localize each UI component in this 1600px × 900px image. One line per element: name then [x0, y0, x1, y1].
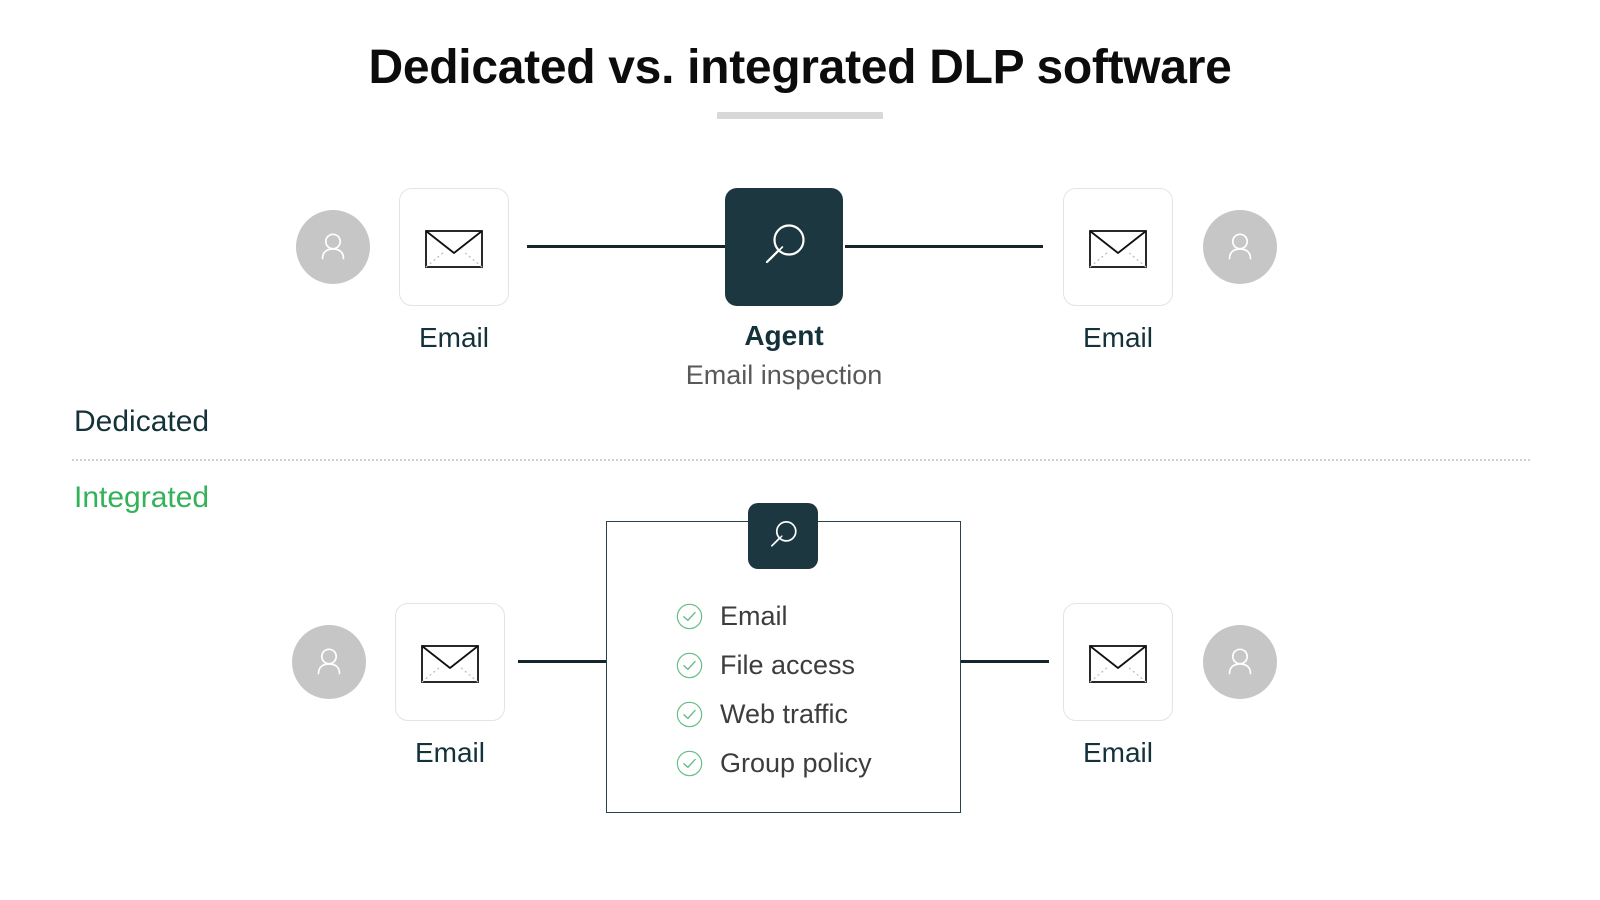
email-card[interactable] [1063, 603, 1173, 721]
capability-label: Email [720, 601, 788, 631]
email-node-label: Email [1082, 322, 1153, 353]
email-node-label: Email [414, 737, 485, 768]
email-node-label: Email [418, 322, 489, 353]
check-circle-icon [676, 603, 703, 630]
capability-list: Email File access Web traffic Group poli… [676, 592, 872, 788]
list-item: Email [676, 592, 872, 641]
capability-label: File access [720, 650, 856, 680]
list-item: Group policy [676, 739, 872, 788]
connector-line-right-dedicated [845, 245, 1043, 248]
dedicated-flow-row: Email Agent Email inspection [0, 175, 1600, 405]
avatar-receiver-dedicated [1203, 210, 1277, 284]
panel-agent-badge[interactable] [748, 503, 818, 569]
user-avatar-icon [1228, 648, 1252, 675]
agent-subtitle: Email inspection [685, 360, 883, 390]
user-avatar-icon [321, 233, 345, 260]
capability-label: Web traffic [720, 699, 849, 729]
envelope-icon [1089, 645, 1147, 683]
integrated-flow-row: Email Email [0, 505, 1600, 835]
agent-card[interactable] [725, 188, 843, 306]
agent-node[interactable]: Agent Email inspection [686, 188, 949, 391]
connector-line-right-integrated [961, 660, 1049, 663]
email-node-label: Email [1082, 737, 1153, 768]
list-item: File access [676, 641, 872, 690]
section-divider-dotted [72, 459, 1530, 461]
avatar-sender-integrated [292, 625, 366, 699]
agent-title: Agent [744, 320, 824, 351]
check-circle-icon [676, 652, 703, 679]
envelope-icon [1089, 230, 1147, 268]
email-node-sender-integrated[interactable]: Email [395, 603, 505, 769]
connector-line-left-integrated [518, 660, 606, 663]
email-node-sender-dedicated[interactable]: Email [399, 188, 509, 354]
page-title: Dedicated vs. integrated DLP software [368, 41, 1232, 94]
email-card[interactable] [1063, 188, 1173, 306]
list-item: Web traffic [676, 690, 872, 739]
email-node-receiver-integrated[interactable]: Email [1063, 603, 1173, 769]
avatar-sender-dedicated [296, 210, 370, 284]
title-divider-rule [717, 112, 883, 119]
check-circle-icon [676, 750, 703, 777]
user-avatar-icon [1228, 233, 1252, 260]
magnifier-icon [771, 521, 797, 547]
user-avatar-icon [317, 648, 341, 675]
magnifier-icon [765, 224, 805, 264]
section-label-dedicated: Dedicated [74, 405, 210, 438]
envelope-icon [425, 230, 483, 268]
avatar-receiver-integrated [1203, 625, 1277, 699]
envelope-icon [421, 645, 479, 683]
connector-line-left-dedicated [527, 245, 725, 248]
integrated-capability-panel [606, 521, 961, 813]
email-card[interactable] [395, 603, 505, 721]
email-card[interactable] [399, 188, 509, 306]
capability-label: Group policy [720, 748, 872, 778]
section-label-integrated: Integrated [74, 481, 210, 514]
check-circle-icon [676, 701, 703, 728]
email-node-receiver-dedicated[interactable]: Email [1063, 188, 1173, 354]
